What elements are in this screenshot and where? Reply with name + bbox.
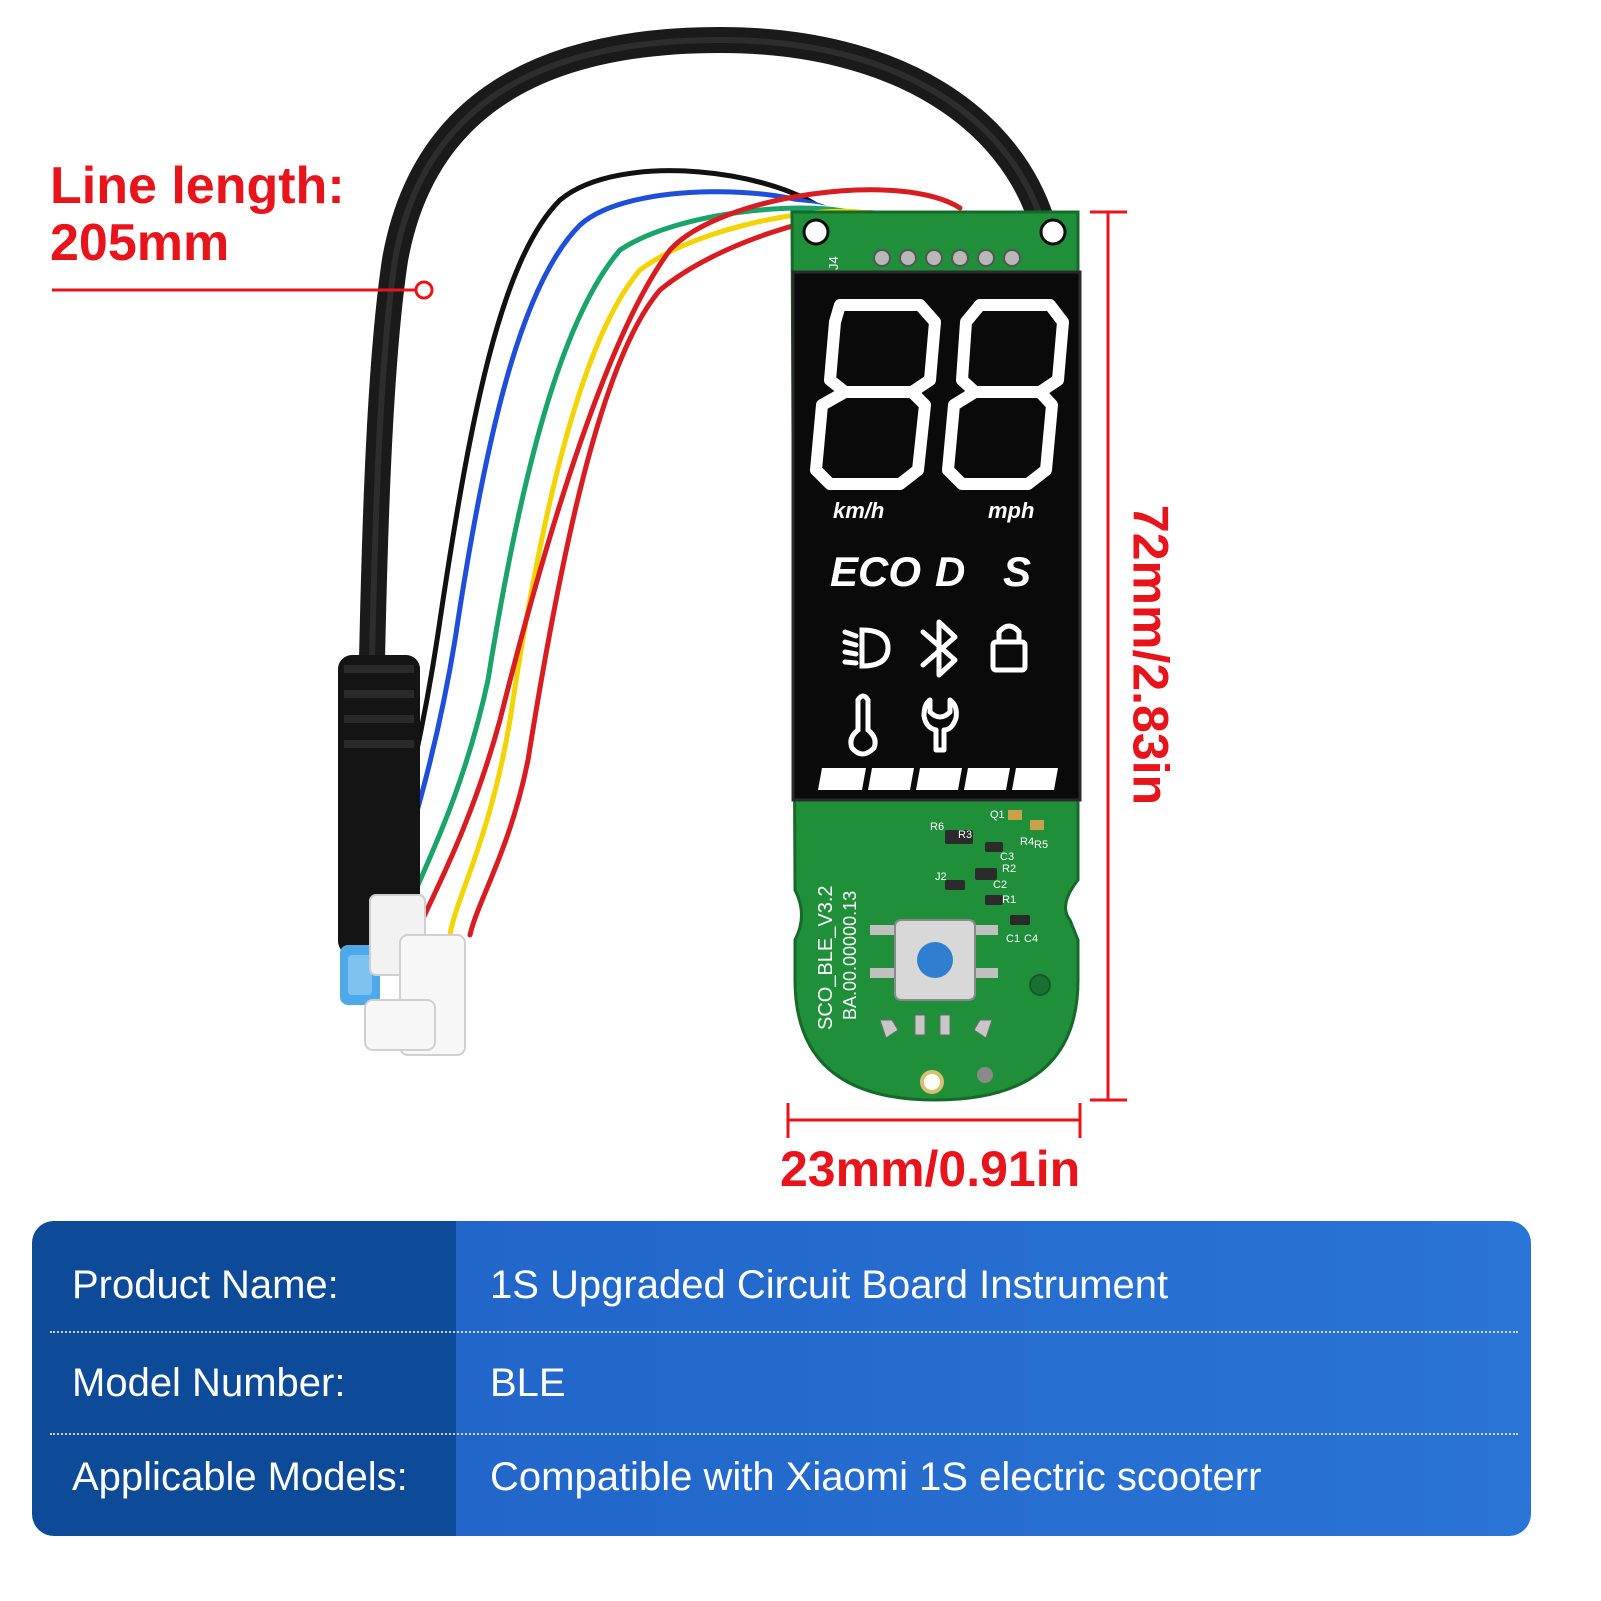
line-length-value: 205mm (50, 214, 230, 273)
silkscreen-line1: SCO_BLE_V3.2 (815, 885, 837, 1030)
bluetooth-icon (920, 619, 958, 678)
spec-row-model-number: Model Number: BLE (32, 1333, 1531, 1433)
component-label: Q1 (990, 809, 1005, 821)
component-label: R3 (958, 829, 972, 841)
height-label: 72mm/2.83in (1122, 504, 1179, 806)
battery-bars (818, 768, 1058, 790)
component-label: R4 (1020, 836, 1034, 848)
connector-label: J4 (826, 256, 841, 270)
width-label: 23mm/0.91in (780, 1141, 1081, 1197)
spec-divider (50, 1433, 1518, 1435)
spec-row-product-name: Product Name: 1S Upgraded Circuit Board … (32, 1235, 1531, 1335)
lock-icon (990, 623, 1028, 673)
unit-mph: mph (988, 498, 1034, 523)
spec-row-applicable-models: Applicable Models: Compatible with Xiaom… (32, 1427, 1531, 1527)
component-label: R5 (1034, 839, 1048, 851)
component-label: R6 (930, 821, 944, 833)
speed-digits (810, 299, 1069, 490)
component-label: C1 (1006, 933, 1020, 945)
spec-table: Product Name: 1S Upgraded Circuit Board … (32, 1221, 1531, 1536)
headlight-icon (842, 627, 891, 669)
unit-kmh: km/h (833, 498, 884, 523)
component-label: R1 (1002, 894, 1016, 906)
component-label: C4 (1024, 933, 1038, 945)
spec-divider (50, 1331, 1518, 1333)
spec-value: 1S Upgraded Circuit Board Instrument (490, 1262, 1169, 1307)
spec-value: BLE (490, 1360, 566, 1405)
component-label: J2 (935, 871, 947, 883)
line-length-title: Line length: (50, 157, 345, 215)
component-label: C2 (993, 879, 1007, 891)
silkscreen-line2: BA.00.00000.13 (840, 891, 860, 1020)
ribbon-wires (377, 168, 963, 938)
spec-value: Compatible with Xiaomi 1S electric scoot… (490, 1454, 1262, 1499)
mode-d: D (935, 548, 965, 595)
tactile-switch (870, 919, 998, 1001)
spec-key: Product Name: (72, 1262, 339, 1307)
height-dimension (1090, 210, 1127, 1102)
line-length-dot (414, 280, 434, 300)
cable-connector (338, 655, 420, 1005)
thermometer-icon (848, 693, 878, 757)
mode-eco: ECO (830, 548, 921, 595)
line-length-label: Line length: 205mm (50, 157, 345, 273)
width-dimension (786, 1103, 1082, 1138)
spec-key: Applicable Models: (72, 1454, 408, 1499)
mode-s: S (1003, 548, 1031, 595)
jst-connector (364, 894, 466, 1056)
component-label: R2 (1002, 863, 1016, 875)
spec-key: Model Number: (72, 1360, 346, 1405)
wrench-icon (921, 697, 959, 753)
component-label: C3 (1000, 851, 1014, 863)
